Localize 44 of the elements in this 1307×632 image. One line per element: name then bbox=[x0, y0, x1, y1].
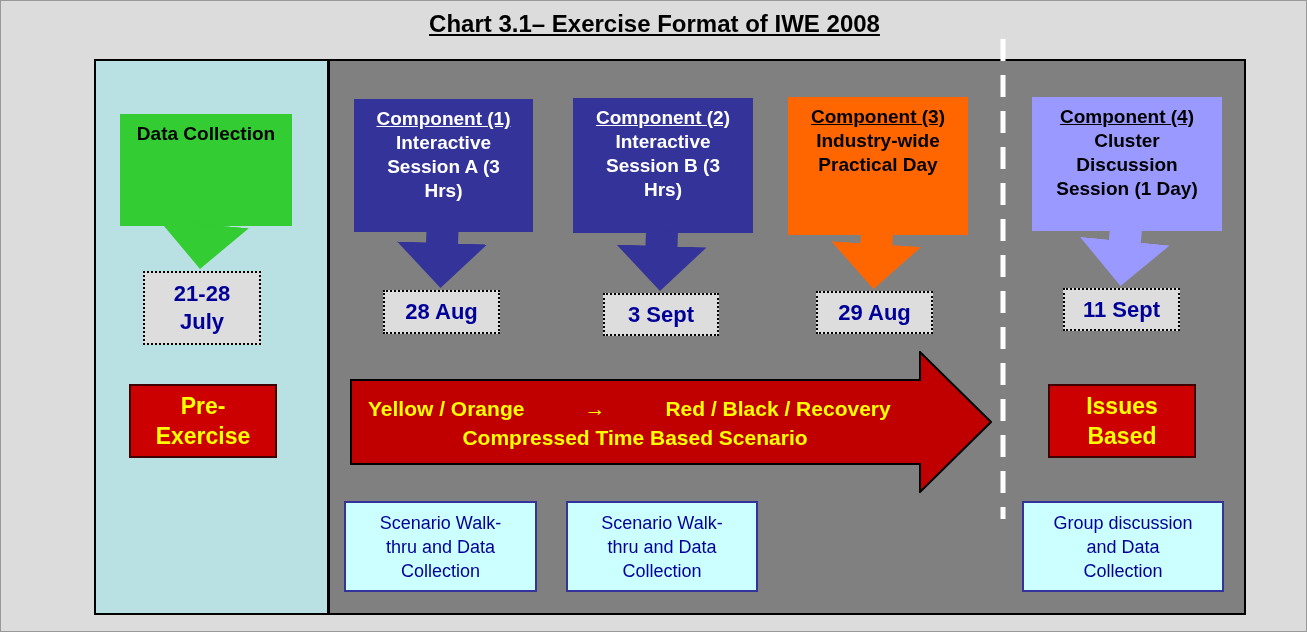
scenario-label: Yellow / Orange bbox=[368, 395, 525, 422]
phase-box bbox=[129, 384, 277, 458]
component-label: Data Collection bbox=[136, 122, 276, 146]
component-box bbox=[354, 99, 533, 232]
date-box bbox=[816, 291, 933, 334]
scenario-label: Red / Black / Recovery bbox=[665, 395, 891, 422]
component-box bbox=[788, 97, 968, 235]
date-box bbox=[603, 293, 719, 336]
date-label: 11 Sept bbox=[1082, 295, 1160, 324]
phase-box bbox=[1048, 384, 1196, 458]
activity-box bbox=[1022, 501, 1224, 592]
component-heading: Component (4) bbox=[1059, 105, 1194, 129]
component-label: Cluster Discussion Session (1 Day) bbox=[1055, 129, 1199, 201]
date-box bbox=[383, 290, 500, 334]
panel-background bbox=[94, 59, 329, 615]
date-box bbox=[1063, 288, 1180, 331]
activity-label: Group discussion and Data Collection bbox=[1052, 511, 1194, 583]
timeline-arrow bbox=[350, 351, 992, 493]
activity-box bbox=[344, 501, 537, 592]
scenario-label: Compressed Time Based Scenario bbox=[462, 424, 808, 451]
phase-label: Issues Based bbox=[1085, 392, 1159, 451]
component-label: Interactive Session A (3 Hrs) bbox=[386, 131, 501, 203]
component-heading: Component (1) bbox=[376, 107, 511, 131]
component-heading: Component (2) bbox=[595, 106, 730, 130]
arrow bbox=[397, 229, 487, 289]
date-label: 21-28 July bbox=[172, 280, 232, 336]
date-label: 29 Aug bbox=[838, 298, 911, 327]
chart-title: Chart 3.1– Exercise Format of IWE 2008 bbox=[428, 9, 881, 39]
date-label: 3 Sept bbox=[628, 300, 694, 329]
scenario-label: → bbox=[584, 395, 606, 422]
component-label: Interactive Session B (3 Hrs) bbox=[604, 130, 721, 202]
activity-label: Scenario Walk-thru and Data Collection bbox=[378, 511, 503, 583]
component-heading: Component (3) bbox=[810, 105, 945, 129]
date-box bbox=[143, 271, 261, 345]
component-label: Industry-wide Practical Day bbox=[815, 129, 941, 177]
arrow bbox=[616, 230, 707, 292]
component-box bbox=[573, 98, 753, 233]
arrow bbox=[831, 232, 922, 290]
activity-label: Scenario Walk-thru and Data Collection bbox=[600, 511, 724, 583]
callout-box bbox=[120, 114, 292, 226]
component-box bbox=[1032, 97, 1222, 231]
date-label: 28 Aug bbox=[405, 298, 478, 326]
activity-box bbox=[566, 501, 758, 592]
phase-label: Pre-Exercise bbox=[154, 392, 252, 451]
